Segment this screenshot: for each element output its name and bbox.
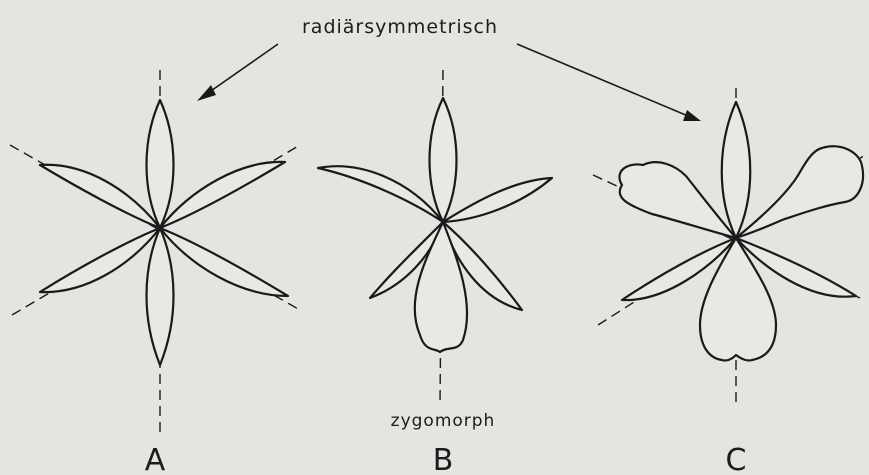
flower-c-petal-top (722, 102, 751, 238)
flower-c (593, 88, 865, 405)
label-a: A (145, 443, 166, 475)
label-zygomorph: zygomorph (391, 411, 496, 431)
flower-a-petal-lower-right (160, 228, 288, 296)
label-radiaersymmetrisch: radiärsymmetrisch (302, 16, 498, 38)
flower-a-petal-upper-right (160, 162, 285, 228)
flower-b-petal-upper-right (443, 178, 552, 222)
flower-a-petal-bottom (147, 228, 174, 365)
flower-c-lobed-petal-left (619, 162, 736, 238)
label-b: B (433, 443, 454, 475)
flower-a (10, 70, 300, 432)
flower-a-petal-lower-left (40, 228, 160, 292)
flower-a-petal-top (147, 100, 174, 228)
flower-a-petal-upper-left (40, 165, 160, 228)
label-c: C (726, 443, 747, 475)
flower-b-petal-upper-left (318, 166, 443, 222)
flower-c-lobed-petal-right (736, 146, 863, 238)
arrow-to-a (197, 44, 278, 101)
flower-b (318, 70, 552, 405)
flower-b-petal-top (430, 98, 457, 222)
arrow-to-c (517, 44, 701, 121)
